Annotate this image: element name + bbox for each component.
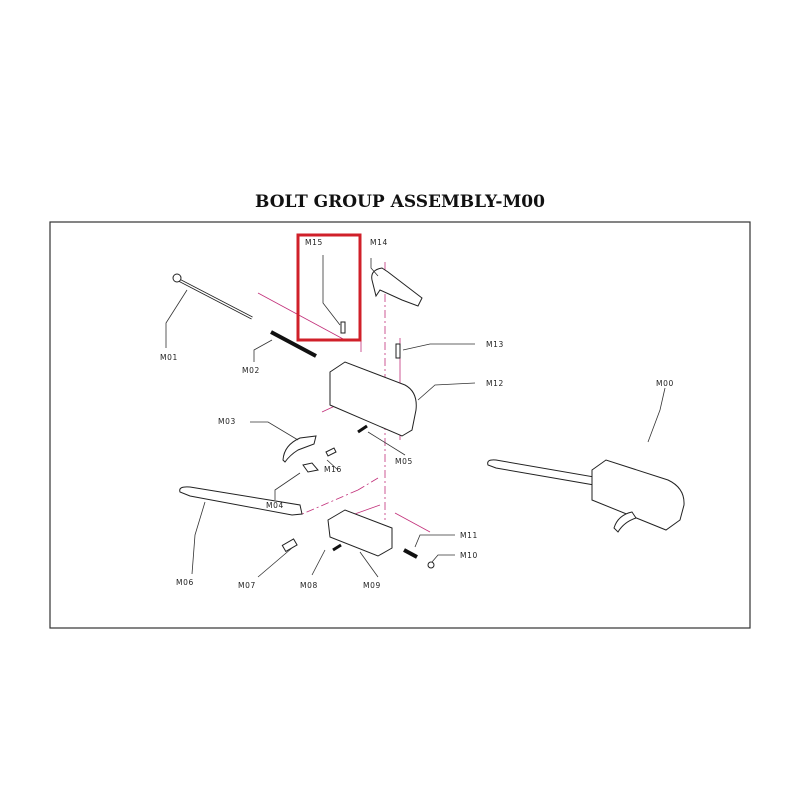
highlight-box-m15 [296, 233, 362, 342]
label-m15: M15 [305, 238, 323, 247]
label-m14: M14 [370, 238, 388, 247]
part-m08-spring[interactable] [332, 543, 342, 552]
part-m00-assembled-bolt[interactable] [487, 459, 685, 533]
label-m01: M01 [160, 353, 178, 362]
part-m12-receiver[interactable] [329, 361, 417, 437]
label-m13: M13 [486, 340, 504, 349]
part-m01-rod[interactable] [172, 273, 253, 320]
part-m13-pin[interactable] [395, 343, 401, 359]
label-m03: M03 [218, 417, 236, 426]
part-m11-spring[interactable] [403, 548, 418, 559]
part-m06-handle[interactable] [179, 486, 303, 516]
part-m05-spring[interactable] [357, 424, 368, 434]
label-m11: M11 [460, 531, 478, 540]
label-m08: M08 [300, 581, 318, 590]
part-m16-detent[interactable] [325, 447, 337, 457]
part-m09-block[interactable] [327, 509, 393, 557]
part-m10-screw[interactable] [427, 561, 435, 569]
part-m14-latch[interactable] [371, 267, 423, 307]
part-m15-pin[interactable] [340, 321, 346, 334]
part-m04-catch[interactable] [302, 462, 319, 473]
label-m04: M04 [266, 501, 284, 510]
label-m16: M16 [324, 465, 342, 474]
label-m09: M09 [363, 581, 381, 590]
label-m00: M00 [656, 379, 674, 388]
label-m10: M10 [460, 551, 478, 560]
diagram-title: BOLT GROUP ASSEMBLY-M00 [255, 192, 545, 212]
label-m05: M05 [395, 457, 413, 466]
label-m07: M07 [238, 581, 256, 590]
leader-lines [165, 255, 666, 578]
label-m06: M06 [176, 578, 194, 587]
label-m12: M12 [486, 379, 504, 388]
part-m02-spring[interactable] [270, 330, 317, 358]
diagram-frame [49, 221, 751, 629]
part-m03-lever[interactable] [282, 435, 317, 463]
label-m02: M02 [242, 366, 260, 375]
